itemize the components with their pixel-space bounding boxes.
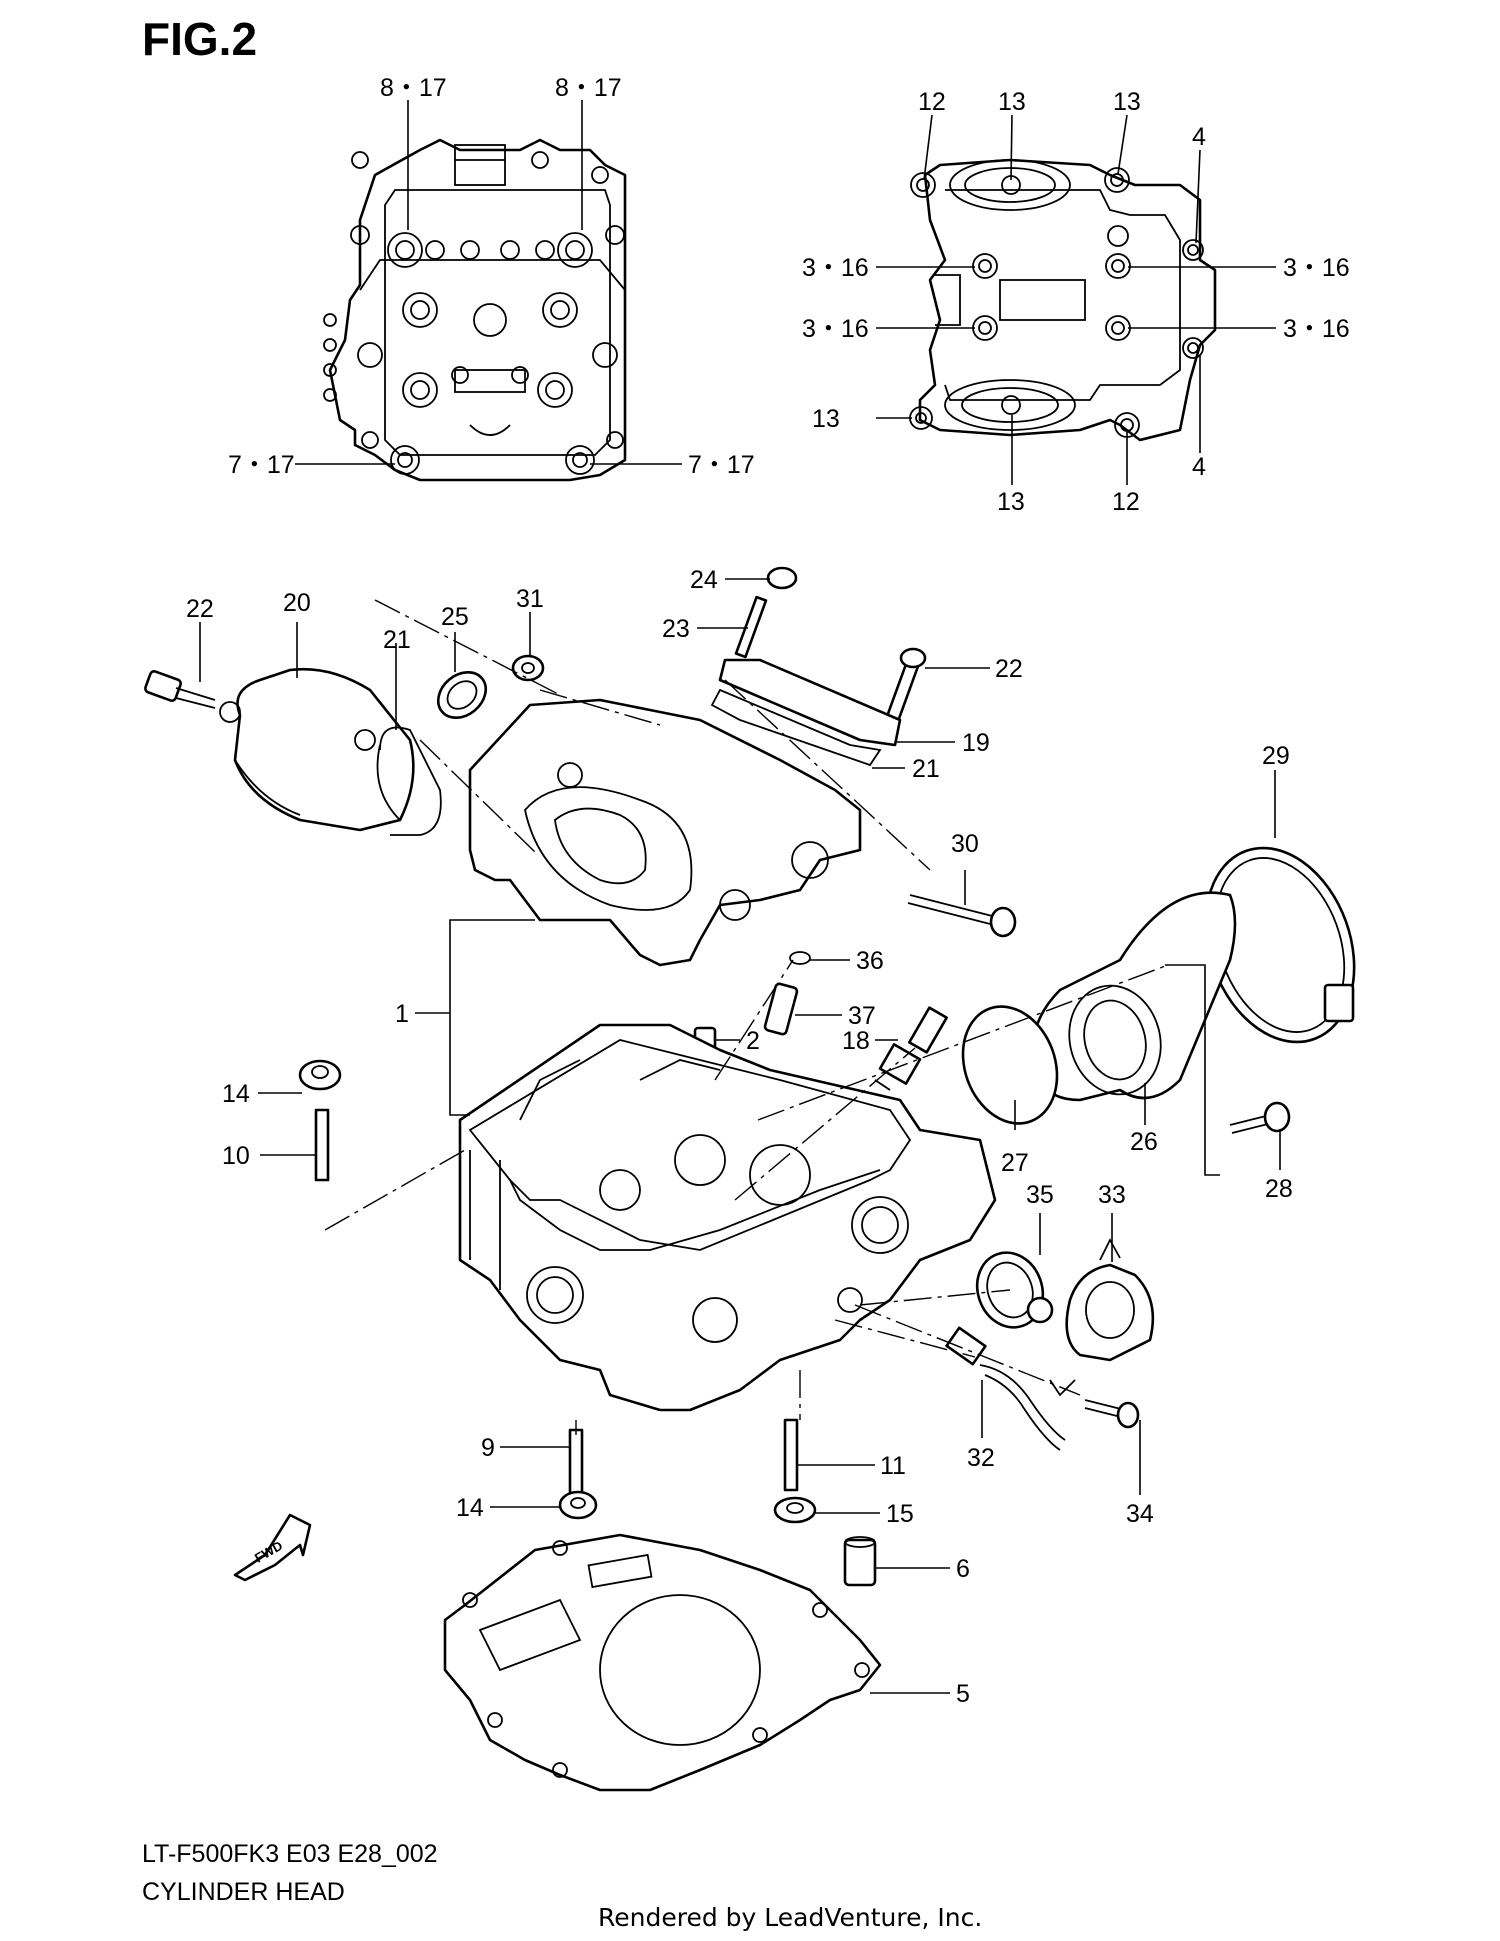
leader-lines: [199, 100, 1281, 1694]
callout-3-16: 3・16: [802, 315, 869, 343]
callout-8-17: 8・17: [380, 74, 447, 102]
part-23-stud: [734, 595, 768, 659]
part-15-nut: [773, 1496, 817, 1524]
figure-title: FIG.2: [142, 13, 258, 65]
part-24-nut: [766, 566, 798, 590]
callout-22: 22: [186, 595, 214, 623]
callout-1: 1: [395, 1000, 409, 1028]
bracket-part-1: [449, 919, 535, 1116]
part-14-nut-upper: [298, 1059, 342, 1091]
part-20-cover: [219, 667, 415, 832]
callout-13: 13: [997, 488, 1025, 516]
callout-32: 32: [967, 1444, 995, 1472]
callout-4: 4: [1192, 453, 1206, 481]
callout-30: 30: [951, 830, 979, 858]
callout-2: 2: [746, 1027, 760, 1055]
callout-25: 25: [441, 603, 469, 631]
cylinder-head-top-view: [323, 138, 627, 482]
callout-9: 9: [481, 1434, 495, 1462]
callout-21: 21: [383, 626, 411, 654]
callout-8-17: 8・17: [555, 74, 622, 102]
callout-11: 11: [880, 1452, 906, 1480]
callout-24: 24: [690, 566, 718, 594]
callout-34: 34: [1126, 1500, 1154, 1528]
callout-18: 18: [842, 1027, 870, 1055]
render-credit: Rendered by LeadVenture, Inc.: [598, 1903, 983, 1932]
part-21-gasket-left: [379, 726, 442, 836]
part-22-bolt-left: [144, 670, 216, 709]
part-30-bolt: [907, 894, 1017, 938]
fwd-arrow-icon: FWD: [233, 1513, 312, 1582]
callout-15: 15: [886, 1500, 914, 1528]
model-code: LT-F500FK3 E03 E28_002: [142, 1840, 438, 1868]
part-9-stud: [568, 1428, 584, 1502]
part-34-bolt: [1084, 1399, 1140, 1429]
part-18-spark-plug: [874, 1006, 948, 1091]
callout-29: 29: [1262, 742, 1290, 770]
callout-10: 10: [222, 1142, 250, 1170]
part-28-bolt: [1229, 1101, 1291, 1134]
part-27-o-ring: [961, 1005, 1059, 1125]
callout-14: 14: [222, 1080, 250, 1108]
callout-26: 26: [1130, 1128, 1158, 1156]
callout-14: 14: [456, 1494, 484, 1522]
cylinder-head-body: [458, 1023, 997, 1412]
callout-6: 6: [956, 1555, 970, 1583]
part-14-nut-lower: [558, 1490, 598, 1520]
callout-13: 13: [1113, 88, 1141, 116]
part-1-head-cover: [468, 698, 862, 967]
part-21-gasket-right: [710, 688, 882, 767]
callout-5: 5: [956, 1680, 970, 1708]
section-name: CYLINDER HEAD: [142, 1878, 345, 1906]
callout-21: 21: [912, 755, 940, 783]
callout-23: 23: [662, 615, 690, 643]
part-33-housing: [1049, 1238, 1155, 1397]
callout-12: 12: [1112, 488, 1140, 516]
part-29-clamp: [1204, 846, 1356, 1044]
callout-4: 4: [1192, 123, 1206, 151]
callout-7-17: 7・17: [228, 451, 295, 479]
part-5-head-gasket: [443, 1533, 882, 1792]
callout-3-16: 3・16: [802, 254, 869, 282]
part-37-sleeve: [763, 982, 799, 1036]
part-19-plate: [718, 658, 902, 747]
part-32-sensor: [945, 1326, 1066, 1451]
part-31-nut: [511, 654, 545, 682]
callout-31: 31: [516, 585, 544, 613]
callout-13: 13: [998, 88, 1026, 116]
part-25-seal: [436, 671, 488, 719]
callout-7-17: 7・17: [688, 451, 755, 479]
callout-3-16: 3・16: [1283, 315, 1350, 343]
callout-13: 13: [812, 405, 840, 433]
part-11-stud: [783, 1418, 799, 1492]
callout-19: 19: [962, 729, 990, 757]
part-22-bolt-right: [885, 647, 927, 722]
center-lines: [324, 599, 1220, 1435]
part-36-clip: [789, 951, 811, 965]
callout-33: 33: [1098, 1181, 1126, 1209]
callout-27: 27: [1001, 1149, 1029, 1177]
callout-36: 36: [856, 947, 884, 975]
cylinder-head-bottom-view: [909, 158, 1217, 442]
callout-28: 28: [1265, 1175, 1293, 1203]
callout-12: 12: [918, 88, 946, 116]
callout-37: 37: [848, 1002, 876, 1030]
callout-20: 20: [283, 589, 311, 617]
callout-35: 35: [1026, 1181, 1054, 1209]
part-10-stud: [314, 1108, 330, 1182]
part-26-intake-pipe: [1032, 891, 1237, 1102]
callout-3-16: 3・16: [1283, 254, 1350, 282]
part-6-dowel: [843, 1536, 877, 1587]
callout-22: 22: [995, 655, 1023, 683]
callout-labels: 8・17 8・17 7・17 7・17 12 13 13 4 3・16 3・16…: [186, 74, 1350, 1708]
